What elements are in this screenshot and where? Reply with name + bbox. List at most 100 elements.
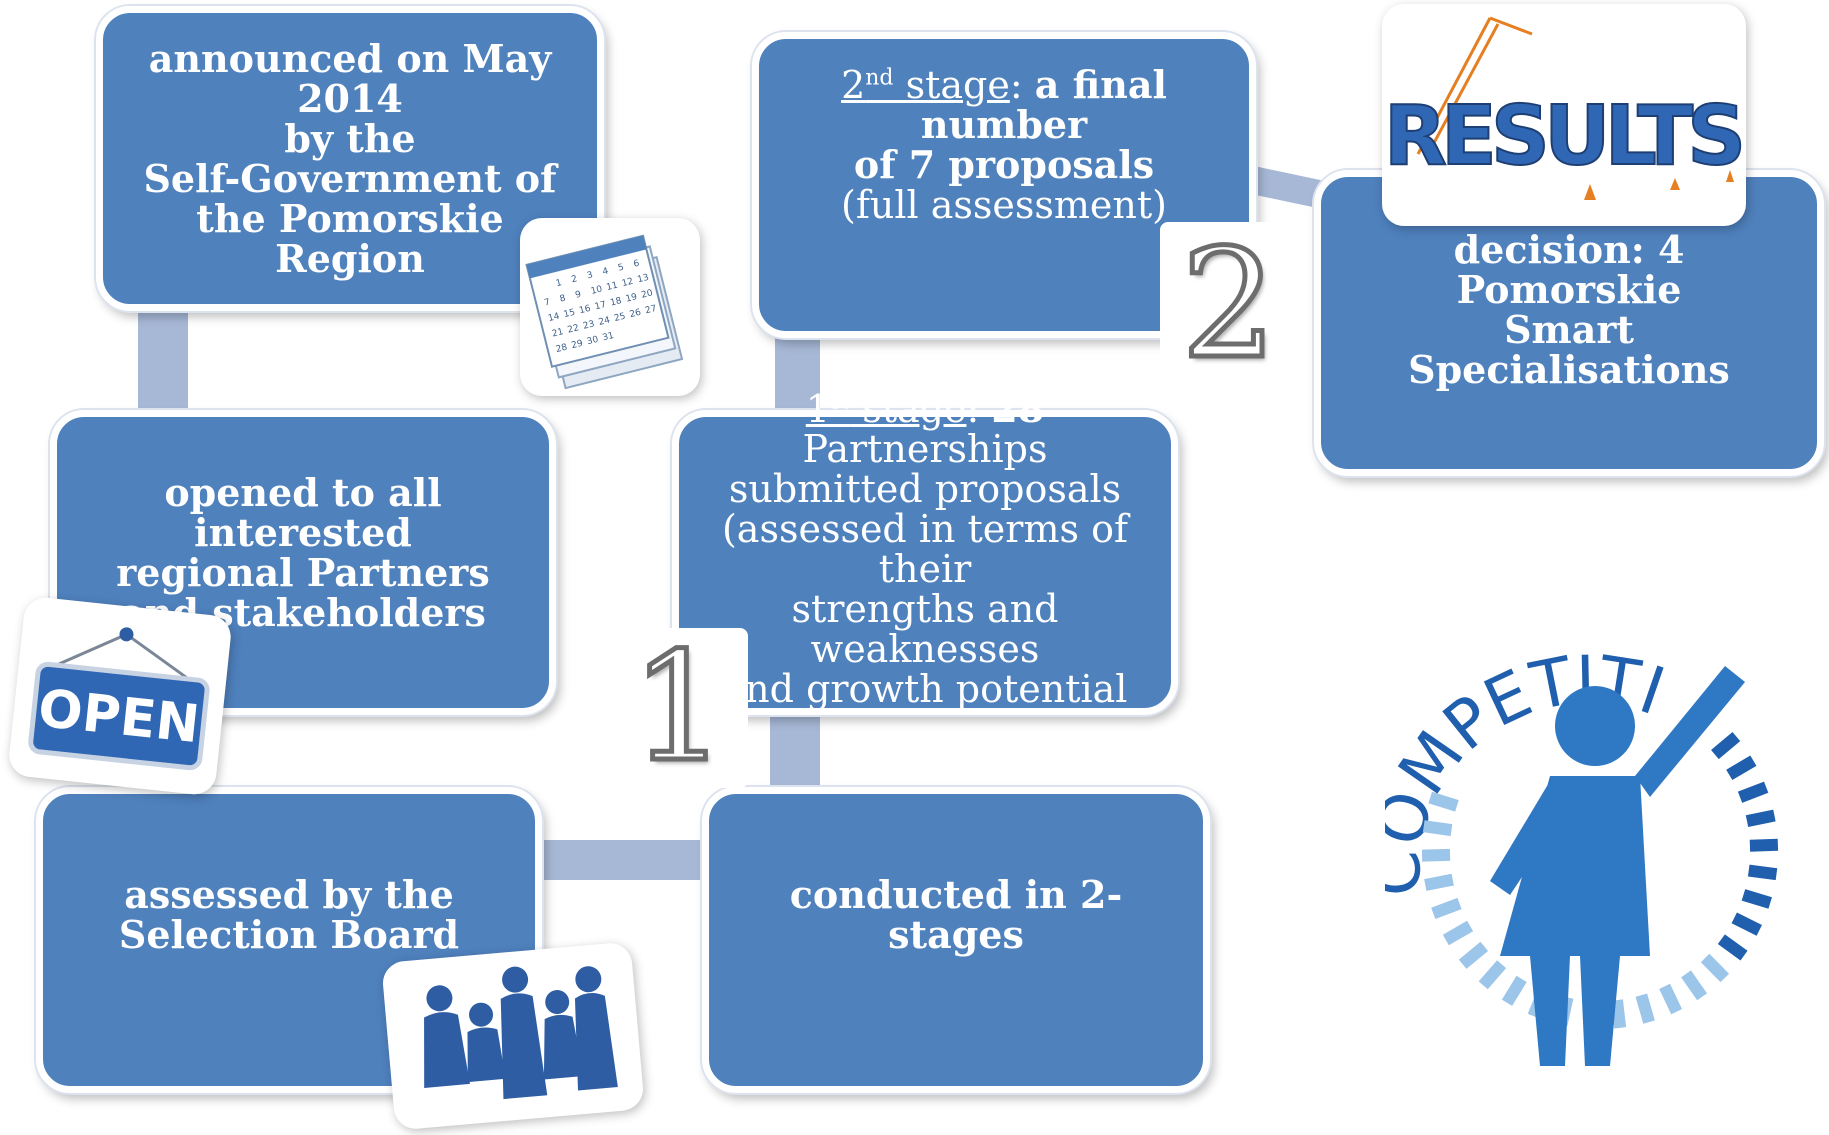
calendar-day: 31	[601, 331, 615, 343]
calendar-day: 22	[567, 323, 581, 335]
stage1-line-2: submitted proposals	[728, 466, 1122, 511]
ring-segment	[1745, 809, 1776, 827]
ring-segment	[1711, 731, 1741, 760]
decision-line-1: decision: 4 Pomorskie	[1453, 227, 1685, 312]
stage2-label: 2nd stage	[841, 63, 1010, 107]
calendar-day: 7	[543, 297, 551, 308]
ring-segment	[1442, 920, 1474, 946]
stage-one-number: 1	[610, 628, 748, 788]
opened-box: opened to all interested regional Partne…	[50, 410, 556, 715]
ring-segment	[1700, 953, 1730, 983]
calendar-day: 15	[563, 308, 577, 320]
opened-line-1: opened to all interested	[164, 469, 442, 555]
ring-segment	[1726, 755, 1757, 781]
ring-segment	[1659, 983, 1683, 1015]
announced-line-1: announced on May 2014	[148, 35, 552, 121]
stage1-line-1: 1st stage: 28 Partnerships	[802, 385, 1048, 471]
results-icon: RESULTS	[1383, 16, 1748, 200]
calendar-day: 9	[574, 290, 582, 301]
ring-segment	[1681, 970, 1708, 1001]
stage2-line-3: (full assessment)	[841, 183, 1167, 227]
competition-icon: COMPETITION	[1385, 596, 1779, 1066]
calendar-day: 19	[625, 292, 639, 305]
ring-segment	[1478, 960, 1507, 990]
assessed-text: assessed by the Selection Board	[99, 875, 479, 955]
connector-3	[770, 710, 820, 800]
calendar-day: 24	[598, 315, 612, 328]
conducted-box: conducted in 2-stages	[702, 787, 1210, 1093]
conducted-line: conducted in 2-stages	[789, 872, 1123, 957]
stage1-box: 1st stage: 28 Partnerships submitted pro…	[672, 388, 1178, 715]
calendar-day: 13	[636, 273, 650, 285]
calendar-day: 27	[644, 304, 658, 316]
calendar-day: 12	[621, 277, 635, 289]
calendar-day: 30	[586, 335, 600, 348]
decision-line-2: Smart Specialisations	[1408, 307, 1730, 392]
calendar-day: 28	[555, 343, 569, 356]
announced-line-3: Self-Government of	[143, 155, 557, 201]
stage2-line-1: 2nd stage: a final number	[841, 62, 1167, 147]
number-one: 1	[629, 621, 729, 795]
ring-segment	[1749, 838, 1779, 852]
calendar-day: 4	[602, 266, 610, 277]
calendar-day: 25	[613, 312, 627, 324]
results-tile: RESULTS	[1382, 4, 1748, 226]
calendar-day: 6	[633, 259, 641, 270]
people-tile	[381, 941, 645, 1131]
ring-segment	[1501, 975, 1527, 1006]
opened-text: opened to all interested regional Partne…	[57, 469, 549, 633]
stage1-label: 1st stage	[805, 386, 967, 431]
conducted-text: conducted in 2-stages	[709, 875, 1203, 955]
opened-line-2: regional Partners	[116, 549, 490, 595]
ring-segment	[1747, 864, 1778, 881]
calendar-day: 10	[590, 284, 604, 297]
ring-segment	[1717, 934, 1748, 961]
number-two: 2	[1179, 217, 1279, 392]
assessed-line-1: assessed by the	[124, 872, 454, 917]
announced-text: announced on May 2014 by the Self-Govern…	[103, 35, 597, 281]
connector-4	[775, 330, 820, 420]
stage-two-number: 2	[1160, 222, 1298, 387]
calendar-day: 8	[559, 293, 567, 304]
raised-arm-figure	[1490, 666, 1745, 1066]
people-icon	[424, 966, 618, 1100]
ring-segment	[1458, 941, 1489, 969]
announced-line-4: the Pomorskie Region	[196, 195, 504, 281]
ring-segment	[1611, 999, 1627, 1029]
stage1-text: 1st stage: 28 Partnerships submitted pro…	[679, 385, 1171, 711]
calendar-day: 17	[594, 300, 608, 312]
assessed-line-2: Selection Board	[118, 912, 460, 957]
ring-segment	[1428, 791, 1459, 812]
ring-segment	[1635, 993, 1655, 1024]
calendar-day: 20	[640, 288, 654, 301]
stage1-line-3: (assessed in terms of their	[721, 506, 1129, 591]
connector-1	[138, 300, 188, 420]
calendar-day: 23	[582, 319, 596, 331]
announced-line-2: by the	[284, 115, 416, 161]
decision-text: decision: 4 Pomorskie Smart Specialisati…	[1321, 230, 1817, 390]
connector-2	[535, 840, 715, 880]
stage1-count: 28	[991, 385, 1045, 431]
calendar-day: 5	[617, 263, 625, 274]
calendar-day: 14	[547, 311, 561, 324]
announced-box: announced on May 2014 by the Self-Govern…	[96, 6, 604, 311]
calendar-day: 29	[570, 339, 584, 352]
calendar-day: 2	[570, 274, 578, 285]
calendar-day: 11	[605, 281, 619, 293]
calendar-day: 3	[586, 270, 594, 281]
ring-segment	[1431, 897, 1462, 919]
ring-segment	[1737, 781, 1769, 803]
ring-segment	[1731, 912, 1762, 936]
open-sign-icon: OPEN	[28, 627, 210, 771]
ring-segment	[1424, 873, 1454, 891]
calendar-day: 21	[551, 327, 565, 339]
calendar-day: 16	[578, 304, 592, 317]
calendar-day: 18	[609, 296, 623, 309]
stage2-text: 2nd stage: a final number of 7 proposals…	[759, 62, 1249, 227]
stage1-line-5: and growth potential	[722, 666, 1128, 711]
ring-segment	[1741, 889, 1772, 909]
ring-segment	[1422, 820, 1453, 837]
ring-segment	[1421, 848, 1451, 862]
